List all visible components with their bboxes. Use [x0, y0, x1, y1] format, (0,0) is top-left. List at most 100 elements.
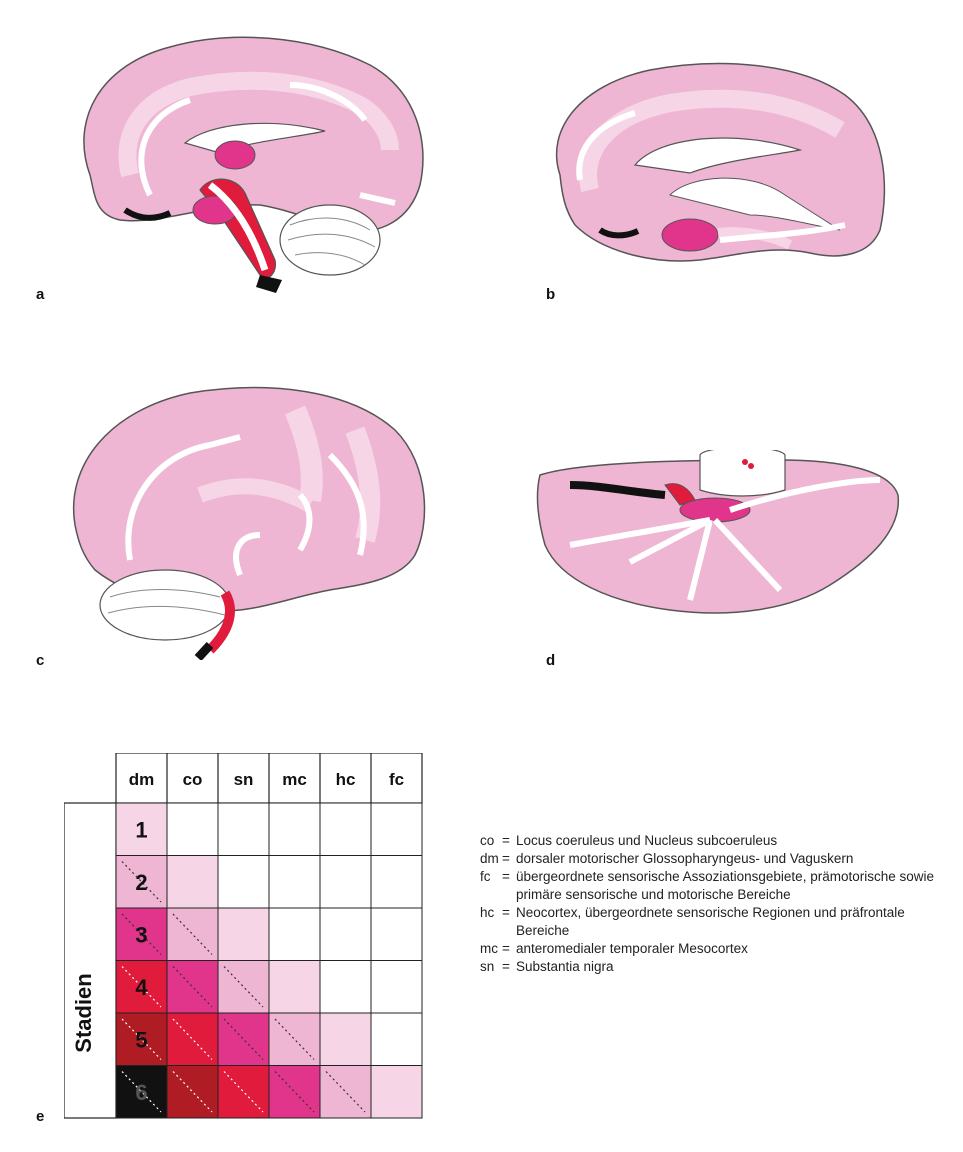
legend-text: dorsaler motorischer Glossopharyngeus- u…	[516, 851, 854, 866]
legend-text: anteromedialer temporaler Mesocortex	[516, 941, 748, 956]
legend: co = Locus coeruleus und Nucleus subcoer…	[480, 832, 950, 976]
cell-stage-2-hc	[319, 855, 372, 909]
cell-stage-2-sn	[217, 855, 270, 909]
cell-stage-5-fc	[370, 1012, 423, 1066]
panel-label-c: c	[36, 652, 45, 669]
legend-row-sn: sn = Substantia nigra	[480, 958, 950, 976]
progression-arrow	[223, 966, 264, 1008]
legend-equals: =	[502, 869, 510, 884]
cell-stage-3-sn	[217, 907, 270, 961]
progression-arrow	[172, 1071, 213, 1113]
column-header-mc: mc	[282, 770, 307, 789]
legend-equals: =	[502, 905, 510, 920]
cell-stage-2-fc	[370, 855, 423, 909]
cell-stage-5-mc	[268, 1012, 321, 1066]
panel-label-a: a	[36, 286, 45, 303]
legend-abbr: mc	[480, 941, 498, 956]
progression-arrow	[223, 1071, 264, 1113]
cell-stage-1-sn	[217, 802, 270, 856]
stage-label-2: 2	[135, 870, 147, 895]
cell-stage-1-fc	[370, 802, 423, 856]
progression-arrow	[121, 966, 162, 1008]
cell-stage-2-co	[166, 855, 219, 909]
legend-abbr: sn	[480, 959, 495, 974]
progression-arrow	[121, 1071, 162, 1113]
brain-medial-illustration-a	[83, 36, 424, 293]
column-header-sn: sn	[234, 770, 254, 789]
progression-arrow	[121, 1018, 162, 1060]
cell-stage-4-hc	[319, 960, 372, 1014]
panel-label-e: e	[36, 1108, 45, 1125]
cell-stage-5-dm	[115, 1012, 168, 1066]
cell-stage-4-sn	[217, 960, 270, 1014]
brain-medial-illustration-b	[555, 62, 886, 262]
progression-arrow	[121, 861, 162, 903]
legend-row-hc: hc = Neocortex, übergeordnete sensorisch…	[480, 904, 950, 940]
row-header-stadien: Stadien	[71, 973, 96, 1052]
stage-label-5: 5	[135, 1027, 147, 1052]
legend-text: Substantia nigra	[516, 959, 614, 974]
panel-c-lateral-brain	[60, 375, 440, 660]
legend-abbr: dm	[480, 851, 499, 866]
cell-stage-6-fc	[370, 1065, 423, 1119]
legend-row-dm: dm = dorsaler motorischer Glossopharynge…	[480, 850, 950, 868]
cell-stage-3-hc	[319, 907, 372, 961]
legend-equals: =	[502, 833, 510, 848]
panel-d-basal-brain	[530, 450, 905, 625]
progression-arrow	[172, 966, 213, 1008]
cell-stage-4-fc	[370, 960, 423, 1014]
cell-stage-4-co	[166, 960, 219, 1014]
panel-label-d: d	[546, 652, 556, 669]
progression-arrow	[223, 1018, 264, 1060]
cell-stage-4-mc	[268, 960, 321, 1014]
cell-stage-1-co	[166, 802, 219, 856]
progression-arrow	[325, 1071, 366, 1113]
progression-arrow	[121, 913, 162, 955]
cell-stage-6-mc	[268, 1065, 321, 1119]
brain-lateral-illustration-c	[72, 386, 426, 660]
progression-arrow	[172, 1018, 213, 1060]
legend-equals: =	[502, 941, 510, 956]
stage-label-6: 6	[135, 1080, 147, 1105]
stage-label-1: 1	[135, 817, 147, 842]
cell-stage-6-co	[166, 1065, 219, 1119]
column-header-hc: hc	[336, 770, 356, 789]
legend-abbr: hc	[480, 905, 495, 920]
stage-label-4: 4	[135, 975, 148, 1000]
legend-equals: =	[502, 959, 510, 974]
cell-stage-2-mc	[268, 855, 321, 909]
stage-cells	[63, 752, 423, 1119]
progression-arrow	[274, 1071, 315, 1113]
legend-abbr: fc	[480, 869, 491, 884]
panel-b-medial-brain	[540, 55, 900, 285]
progression-arrow	[274, 1018, 315, 1060]
legend-abbr: co	[480, 833, 495, 848]
cell-stage-5-sn	[217, 1012, 270, 1066]
legend-row-fc: fc = übergeordnete sensorische Assoziati…	[480, 868, 950, 904]
cell-stage-3-co	[166, 907, 219, 961]
cell-stage-5-co	[166, 1012, 219, 1066]
legend-equals: =	[502, 851, 510, 866]
legend-row-mc: mc = anteromedialer temporaler Mesocorte…	[480, 940, 950, 958]
legend-text: Locus coeruleus und Nucleus subcoeruleus	[516, 833, 778, 848]
panel-a-medial-brainstem	[60, 25, 440, 300]
cell-stage-6-hc	[319, 1065, 372, 1119]
cell-stage-2-dm	[115, 855, 168, 909]
progression-arrow	[172, 913, 213, 955]
cell-stage-3-mc	[268, 907, 321, 961]
cell-stage-3-dm	[115, 907, 168, 961]
row-header-frame	[63, 802, 117, 1119]
legend-row-co: co = Locus coeruleus und Nucleus subcoer…	[480, 832, 950, 850]
column-header-dm: dm	[129, 770, 155, 789]
cell-stage-1-mc	[268, 802, 321, 856]
cell-stage-6-sn	[217, 1065, 270, 1119]
legend-text: Neocortex, übergeordnete sensorische Reg…	[516, 905, 905, 938]
panel-label-b: b	[546, 286, 556, 303]
cell-stage-1-hc	[319, 802, 372, 856]
cell-stage-5-hc	[319, 1012, 372, 1066]
cell-stage-3-fc	[370, 907, 423, 961]
